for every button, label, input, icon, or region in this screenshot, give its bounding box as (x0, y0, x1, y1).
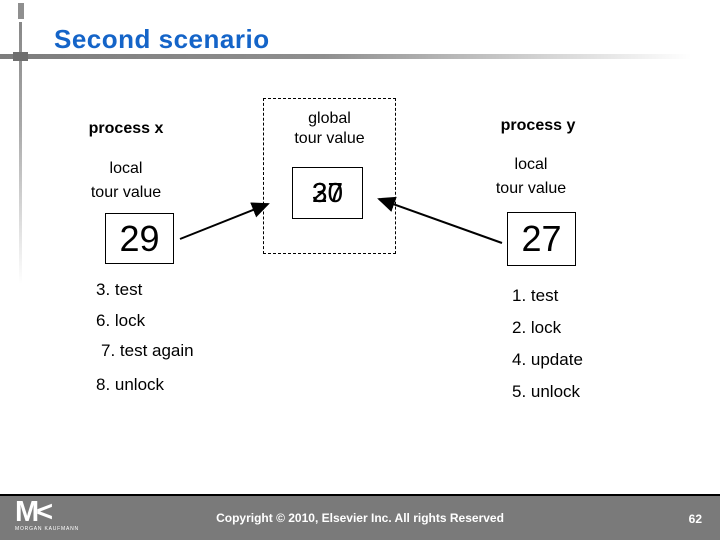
process-x-value: 29 (119, 217, 160, 259)
global-new-value: 27 (311, 177, 344, 208)
process-y-value: 27 (521, 218, 562, 259)
arrow-y-to-global (377, 196, 503, 244)
accent-vertical-bar-top (18, 3, 24, 19)
step-item: 4. update (512, 350, 583, 369)
global-label: global tour value (294, 110, 365, 147)
process-y-local-label: local tour value (495, 156, 567, 197)
footer-copyright: Copyright © 2010, Elsevier Inc. All righ… (216, 511, 504, 525)
process-x-value-box: 29 (105, 213, 174, 264)
logo-mark: M< (15, 496, 53, 528)
logo-caption: MORGAN KAUFMANN (15, 526, 79, 532)
global-dashed-box: global tour value (263, 98, 396, 254)
footer-bar (0, 496, 720, 540)
step-item: 8. unlock (96, 375, 165, 394)
process-x-local-label: local tour value (90, 160, 162, 201)
global-value-box: 30 27 (292, 167, 363, 219)
accent-cross-block (13, 52, 28, 61)
slide-title: Second scenario (54, 24, 270, 54)
process-y-value-box: 27 (507, 212, 576, 266)
process-y-label: process y (500, 117, 576, 134)
step-item: 7. test again (101, 341, 194, 360)
page-number: 62 (688, 512, 702, 526)
arrow-x-to-global (179, 202, 270, 240)
morgan-kaufmann-logo: M< MORGAN KAUFMANN (15, 496, 85, 533)
step-item: 5. unlock (512, 382, 581, 401)
footer-top-line (0, 494, 720, 496)
step-item: 2. lock (512, 318, 562, 337)
accent-vertical-line (19, 22, 22, 284)
step-item: 1. test (512, 286, 559, 305)
step-item: 3. test (96, 280, 143, 299)
process-x-label: process x (88, 120, 164, 137)
step-item: 6. lock (96, 311, 146, 330)
accent-horizontal-line (0, 54, 720, 59)
global-old-value: 30 (311, 177, 344, 208)
